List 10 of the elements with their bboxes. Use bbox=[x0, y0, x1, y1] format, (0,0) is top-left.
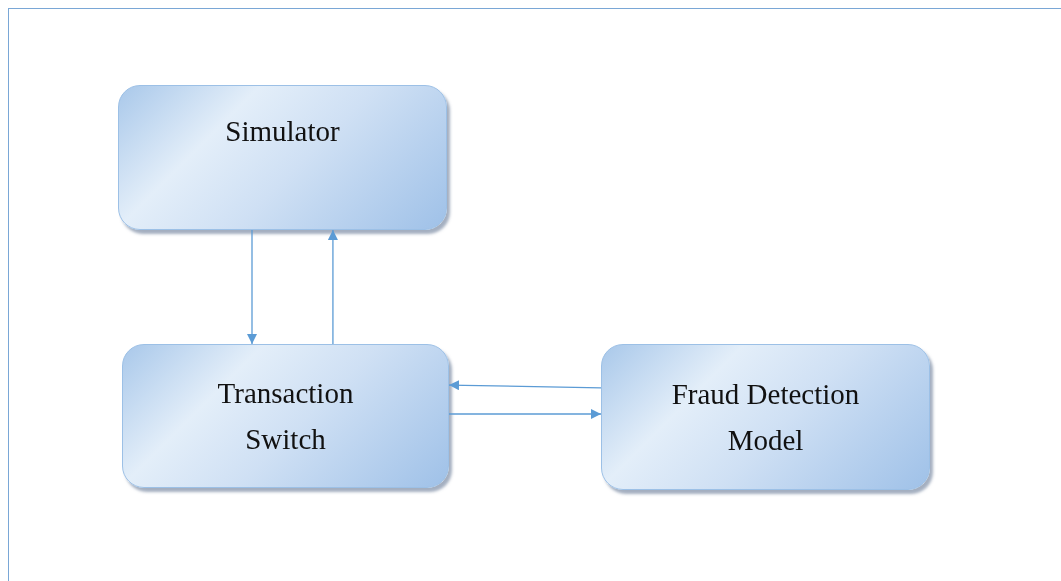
arrow bbox=[448, 380, 602, 391]
box-label: Transaction Switch bbox=[216, 375, 355, 457]
arrow bbox=[327, 229, 338, 345]
arrow bbox=[247, 229, 257, 345]
box-label: Simulator bbox=[225, 114, 340, 149]
process-box bbox=[601, 344, 930, 490]
arrow bbox=[448, 409, 602, 419]
box-label: Fraud Detection Model bbox=[670, 376, 861, 458]
process-box bbox=[118, 85, 447, 230]
process-box bbox=[122, 344, 449, 488]
